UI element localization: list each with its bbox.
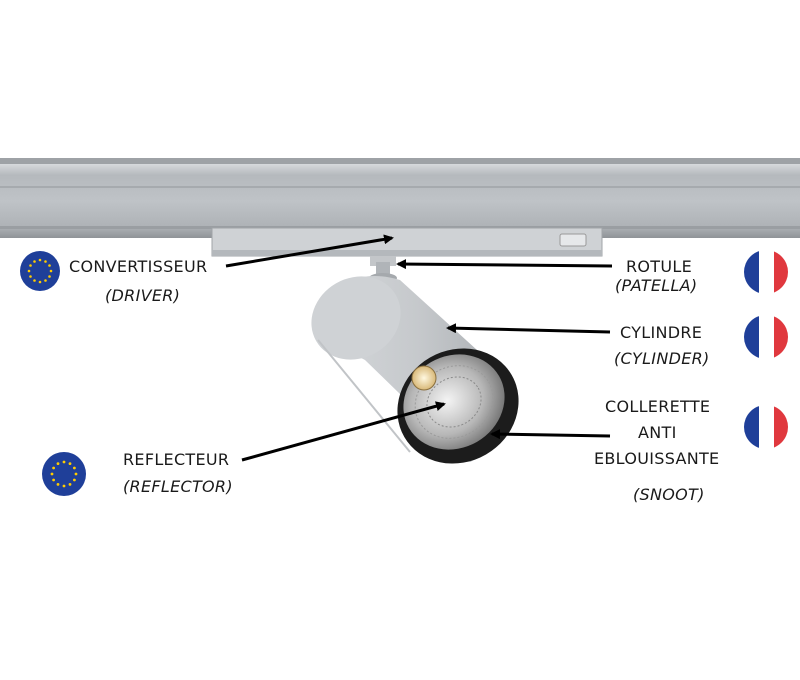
eu-flag-icon	[20, 251, 60, 291]
france-flag-icon	[744, 315, 788, 359]
label-snoot-fr-3: EBLOUISSANTE	[594, 449, 720, 468]
track-rail	[0, 158, 800, 238]
label-reflector-en: (REFLECTOR)	[123, 477, 233, 496]
label-snoot-fr-2: ANTI	[638, 423, 677, 442]
france-flag-icon	[744, 250, 788, 294]
label-patella-en: (PATELLA)	[615, 276, 698, 295]
arrow-reflector	[241, 401, 446, 462]
label-driver-fr: CONVERTISSEUR	[69, 257, 208, 276]
label-patella-fr: ROTULE	[626, 257, 693, 276]
label-snoot-en: (SNOOT)	[633, 485, 705, 504]
snoot-ring	[397, 348, 519, 464]
arrow-snoot	[490, 429, 611, 440]
arrow-cylinder	[446, 323, 611, 334]
label-cylinder-en: (CYLINDER)	[614, 349, 710, 368]
arrow-patella	[396, 259, 613, 270]
label-driver-en: (DRIVER)	[105, 286, 181, 305]
label-cylinder-fr: CYLINDRE	[620, 323, 703, 342]
track-adapter	[211, 227, 603, 257]
france-flag-icon	[744, 405, 788, 449]
eu-flag-icon	[42, 452, 86, 496]
label-snoot-fr-1: COLLERETTE	[605, 397, 711, 416]
arrows	[225, 234, 613, 462]
label-reflector-fr: REFLECTEUR	[123, 450, 230, 469]
arrow-driver	[225, 234, 394, 268]
